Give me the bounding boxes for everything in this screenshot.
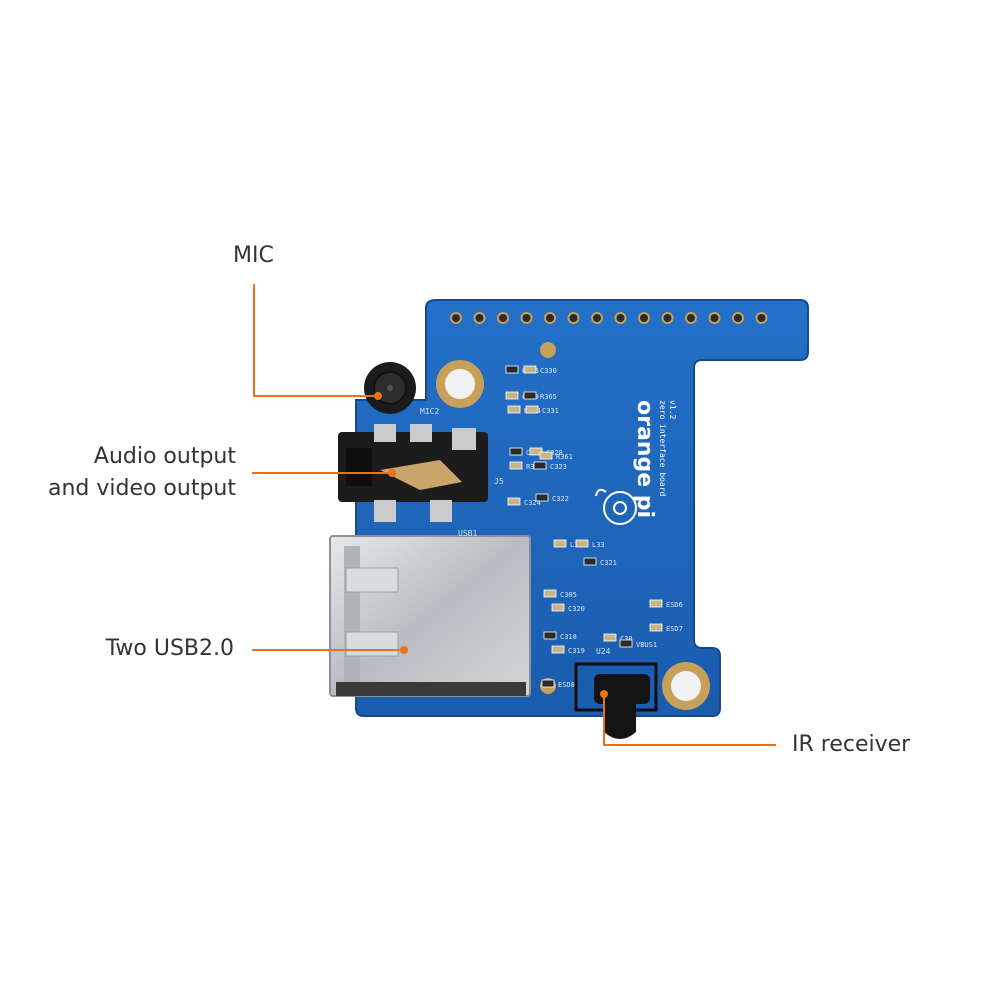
smd-part xyxy=(619,639,633,648)
brand-text: orange pi xyxy=(632,400,657,518)
header-pad xyxy=(708,312,721,324)
smd-part xyxy=(543,589,557,598)
header-pad xyxy=(473,312,486,324)
smd-ref-text: C324 xyxy=(524,499,541,507)
smd-ref-text: ESD6 xyxy=(666,601,683,609)
smd-part xyxy=(649,623,663,632)
smd-ref-text: C320 xyxy=(568,605,585,613)
ir-callout-label: IR receiver xyxy=(792,732,911,757)
header-pad xyxy=(638,312,650,324)
smd-part xyxy=(539,451,553,460)
ir-receiver-component xyxy=(574,662,658,739)
header-pad xyxy=(497,312,509,324)
smd-part xyxy=(525,405,539,414)
smd-part xyxy=(505,391,519,400)
audio-callout-line2: and video output xyxy=(47,476,236,501)
ir-ref-text: U24 xyxy=(596,647,611,656)
smd-ref-text: VBUS1 xyxy=(636,641,657,649)
ir-callout-dot xyxy=(600,690,608,698)
smd-part xyxy=(551,603,565,612)
smd-components: C326C330C329R365R364C331C327C328R360C323… xyxy=(505,365,683,689)
smd-part xyxy=(649,599,663,608)
smd-ref-text: C328 xyxy=(546,449,563,457)
mic-ref-text: MIC2 xyxy=(420,407,439,416)
header-pad xyxy=(755,312,768,324)
audio-jack-component xyxy=(338,424,488,522)
smd-ref-text: C321 xyxy=(600,559,617,567)
audio-callout-dot xyxy=(388,469,396,477)
gpio-header-pads xyxy=(450,312,768,324)
mic-callout-line xyxy=(253,284,378,397)
smd-ref-text: ESD8 xyxy=(558,681,575,689)
orange-logo-icon xyxy=(595,488,637,525)
smd-ref-text: ESD7 xyxy=(666,625,683,633)
audio-video-callout-label: Audio output and video output xyxy=(48,441,236,505)
header-pad xyxy=(450,312,462,324)
mounting-hole xyxy=(662,662,710,710)
board-version-text: v1.2 xyxy=(668,400,677,419)
smd-part xyxy=(507,497,521,506)
smd-part xyxy=(541,679,555,688)
smd-part xyxy=(523,391,537,400)
smd-part xyxy=(575,539,589,548)
mounting-hole xyxy=(436,360,484,408)
microphone-component xyxy=(364,362,416,414)
header-pad xyxy=(732,312,744,324)
usb-callout-dot xyxy=(400,646,408,654)
header-pad xyxy=(544,312,556,324)
smd-part xyxy=(533,461,547,470)
smd-ref-text: C323 xyxy=(550,463,567,471)
smd-part xyxy=(535,493,549,502)
header-pad xyxy=(567,312,580,324)
usb-connector-component xyxy=(329,535,531,697)
smd-ref-text: C331 xyxy=(542,407,559,415)
header-pad xyxy=(685,312,697,324)
smd-part xyxy=(507,405,521,414)
smd-part xyxy=(523,365,537,374)
smd-ref-text: R365 xyxy=(540,393,557,401)
smd-part xyxy=(505,365,519,374)
smd-part xyxy=(509,461,523,470)
smd-ref-text: L33 xyxy=(592,541,605,549)
smd-part xyxy=(543,631,557,640)
header-pad xyxy=(614,312,627,324)
ir-callout-line xyxy=(603,694,776,746)
smd-ref-text: C38 xyxy=(620,635,633,643)
smd-ref-text: C319 xyxy=(568,647,585,655)
usb-callout-label: Two USB2.0 xyxy=(105,636,234,661)
smd-ref-text: C305 xyxy=(560,591,577,599)
audio-callout-line1: Audio output xyxy=(93,444,236,469)
board-subtitle-text: zero interface board xyxy=(658,400,667,497)
usb-ref-text: USB1 xyxy=(458,529,477,538)
smd-ref-text: R361 xyxy=(556,453,573,461)
smd-part xyxy=(553,539,567,548)
mic-callout-label: MIC xyxy=(233,243,274,268)
smd-part xyxy=(529,447,543,456)
header-pad xyxy=(520,312,533,324)
smd-ref-text: C322 xyxy=(552,495,569,503)
smd-ref-text: C330 xyxy=(540,367,557,375)
smd-part xyxy=(583,557,597,566)
via-pad xyxy=(540,342,556,358)
smd-part xyxy=(603,633,617,642)
mic-callout-dot xyxy=(374,392,382,400)
brand-silkscreen: orange pi zero interface board v1.2 xyxy=(632,400,677,518)
jack-ref-text: J5 xyxy=(494,477,504,486)
header-pad xyxy=(591,312,603,324)
smd-part xyxy=(509,447,523,456)
header-pad xyxy=(661,312,674,324)
smd-ref-text: C318 xyxy=(560,633,577,641)
smd-part xyxy=(551,645,565,654)
